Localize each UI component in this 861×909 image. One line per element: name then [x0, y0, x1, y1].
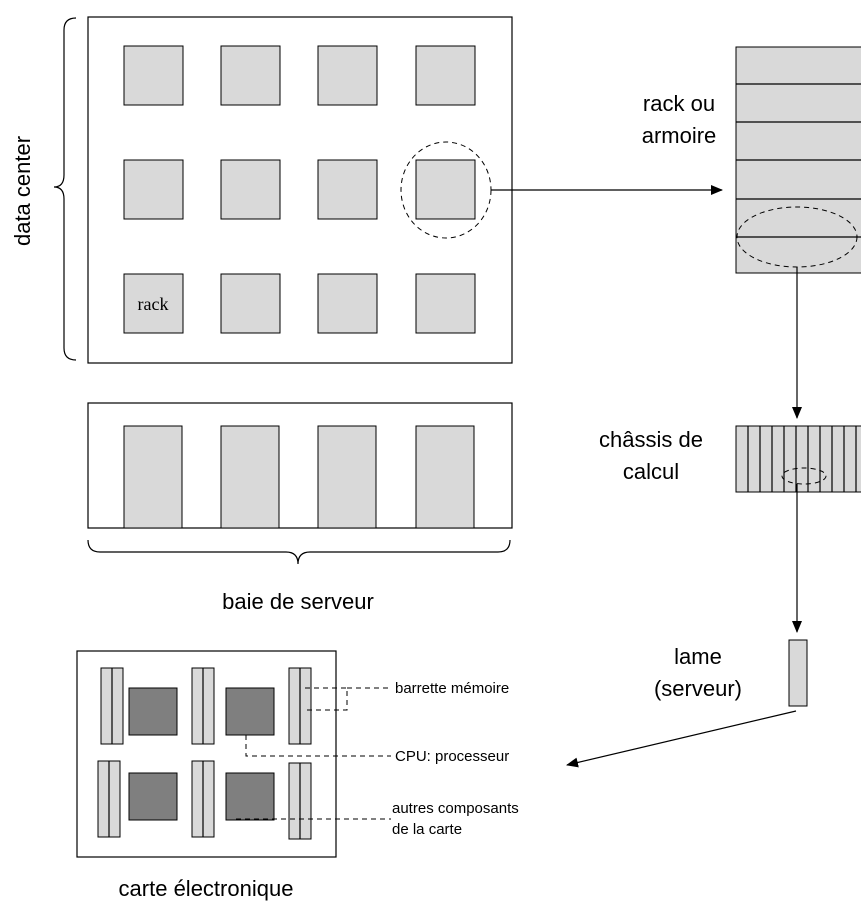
rack-cell: [123, 159, 184, 220]
chassis-label-line1: châssis de: [599, 427, 703, 452]
cpu-label: CPU: processeur: [395, 748, 509, 765]
cpu-chip: [128, 687, 178, 736]
baie-rack: [317, 425, 377, 529]
carte-group: barrette mémoire CPU: processeur autres …: [76, 650, 519, 901]
baie-rack: [220, 425, 280, 529]
rack-cell: [317, 159, 378, 220]
baie-group: baie de serveur: [87, 402, 513, 614]
autres-label-line1: autres composants: [392, 800, 519, 817]
barrette-leader: [305, 687, 348, 711]
armoire-label-text: armoire: [642, 123, 717, 148]
cpu-chip: [225, 687, 275, 736]
cpu-leader: [245, 735, 391, 757]
rack-cell: [317, 273, 378, 334]
chassis-label-line2: calcul: [623, 459, 679, 484]
rack-cell-highlighted: [415, 159, 476, 220]
baie-label: baie de serveur: [222, 589, 374, 614]
data-center-label: data center: [10, 136, 35, 246]
cpu-chip: [128, 772, 178, 821]
rack-cell: [220, 273, 281, 334]
cpu-chip: [225, 772, 275, 821]
lame-group: lame (serveur): [654, 639, 808, 707]
rack-armoire-group: rack ou armoire: [642, 46, 861, 274]
baie-rack: [415, 425, 475, 529]
lame-label-line1: lame: [674, 644, 722, 669]
rack-cell: [415, 45, 476, 106]
highlight-blade-ellipse: [781, 467, 827, 485]
autres-label-line2: de la carte: [392, 821, 462, 838]
data-center-brace: [53, 17, 77, 361]
chassis-box: [735, 425, 861, 493]
rack-cell: [415, 273, 476, 334]
barrette-label: barrette mémoire: [395, 680, 509, 697]
carte-label: carte électronique: [119, 876, 294, 901]
rack-ou-label: rack ou: [643, 91, 715, 116]
baie-rack: [123, 425, 183, 529]
rack-cell-labeled: [123, 273, 184, 334]
data-center-group: data center rack: [10, 16, 513, 364]
baie-brace: [87, 539, 511, 565]
chassis-group: châssis de calcul: [599, 425, 861, 493]
lame-label-line2: (serveur): [654, 676, 742, 701]
rack-cell: [220, 45, 281, 106]
lame-blade: [788, 639, 808, 707]
rack-cell: [317, 45, 378, 106]
rack-cell-label: rack: [138, 294, 169, 314]
rack-cell: [220, 159, 281, 220]
rack-cell: [123, 45, 184, 106]
arrow-to-carte: [566, 710, 797, 768]
